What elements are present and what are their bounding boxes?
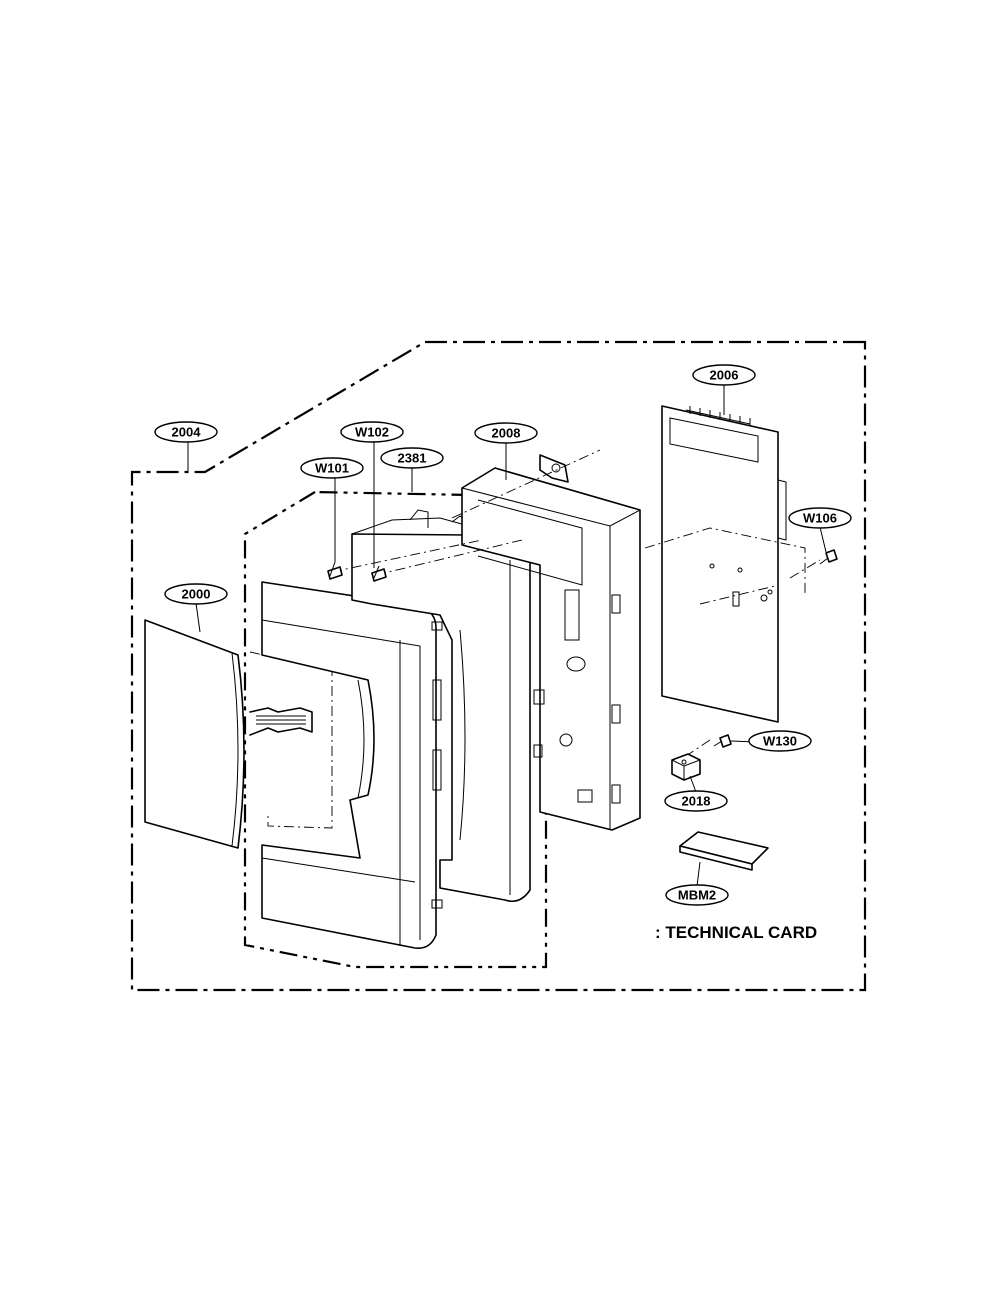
label-w130-text: W130	[763, 733, 797, 748]
label-2008-text: 2008	[492, 425, 521, 440]
label-w102-text: W102	[355, 424, 389, 439]
screw-w102	[371, 565, 387, 582]
label-mbm2-text: MBM2	[678, 887, 716, 902]
label-2381-text: 2381	[398, 450, 427, 465]
chassis-2008	[461, 454, 641, 831]
label-2006: 2006	[692, 364, 756, 386]
connector-2018	[671, 753, 701, 781]
label-w101-text: W101	[315, 460, 349, 475]
label-2000: 2000	[164, 583, 228, 605]
leader-lines	[187, 384, 827, 887]
assembly-boundary-2004	[130, 340, 867, 992]
label-mbm2: MBM2	[665, 884, 729, 906]
pcb-2006	[661, 405, 787, 723]
screw-w130	[713, 734, 732, 748]
front-frame	[261, 581, 443, 950]
label-w106: W106	[788, 507, 852, 529]
label-2004-text: 2004	[172, 424, 202, 439]
label-2018-text: 2018	[682, 793, 711, 808]
label-w101: W101	[300, 457, 364, 479]
screw-w106	[819, 549, 838, 565]
label-2006-text: 2006	[710, 367, 739, 382]
touch-panel-2000	[144, 619, 333, 849]
label-2004: 2004	[154, 421, 218, 443]
label-w130: W130	[748, 730, 812, 752]
technical-card-legend: : TECHNICAL CARD	[655, 923, 817, 942]
label-2000-text: 2000	[182, 586, 211, 601]
label-2381: 2381	[380, 447, 444, 469]
label-w102: W102	[340, 421, 404, 443]
label-2018: 2018	[664, 790, 728, 812]
screw-w101	[327, 561, 343, 580]
label-2008: 2008	[474, 422, 538, 444]
technical-card-mbm2	[679, 831, 769, 871]
label-w106-text: W106	[803, 510, 837, 525]
assembly-axis-lines	[331, 449, 821, 761]
